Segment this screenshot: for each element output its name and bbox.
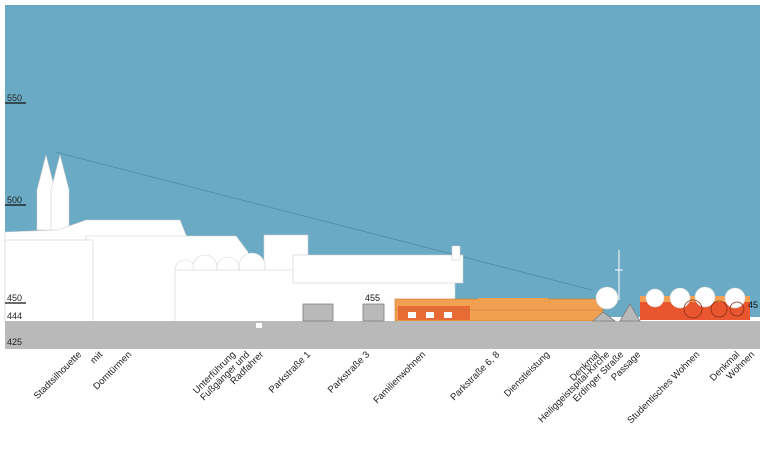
- level-444: 444: [7, 311, 22, 321]
- ground: [5, 321, 760, 349]
- ground-mark: [256, 323, 262, 328]
- level-markers: 550 500 450 444 425: [5, 93, 26, 347]
- label-parkstrasse68: Parkstraße 6, 8: [448, 349, 502, 403]
- tree-outlines: [683, 299, 745, 319]
- sightline: [54, 151, 593, 291]
- church-spire: [615, 250, 623, 300]
- level-500: 500: [7, 195, 22, 205]
- label-mit: mit: [88, 349, 105, 366]
- right-trees: [595, 286, 746, 310]
- building-park: [292, 245, 464, 284]
- level-425: 425: [7, 337, 22, 347]
- level-550: 550: [7, 93, 22, 103]
- ground-cuts: [302, 303, 641, 322]
- label-parkstrasse3: Parkstraße 3: [326, 349, 372, 395]
- height-mark-455: 455: [365, 293, 380, 303]
- label-stadtsilhouette: Stadtsilhouette: [32, 349, 84, 401]
- label-parkstrasse1: Parkstraße 1: [267, 349, 313, 395]
- level-450: 450: [7, 293, 22, 303]
- label-familienwohnen: Familienwohnen: [371, 349, 428, 406]
- height-mark-right: 45: [748, 300, 758, 310]
- label-dienstleistung: Dienstleistung: [502, 349, 552, 399]
- section-labels: Stadtsilhouette mit Domtürmen Unterführu…: [32, 349, 757, 426]
